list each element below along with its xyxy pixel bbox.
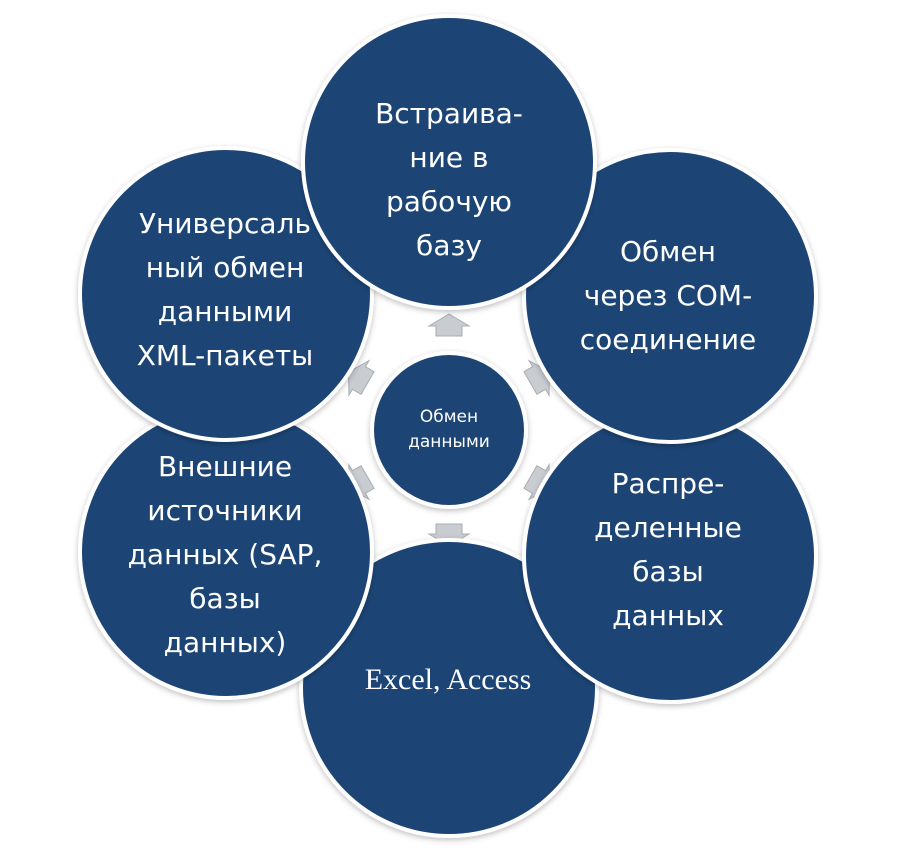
node-xml-circle <box>78 146 374 442</box>
node-external-circle <box>78 404 374 700</box>
arrow-to-xml <box>348 359 375 398</box>
node-com-circle <box>522 148 818 444</box>
node-excel-circle <box>299 538 599 838</box>
node-distributed-circle <box>522 408 818 704</box>
node-embed-circle <box>301 14 597 310</box>
center-hub-circle <box>370 351 528 509</box>
arrow-to-embed <box>427 313 471 337</box>
